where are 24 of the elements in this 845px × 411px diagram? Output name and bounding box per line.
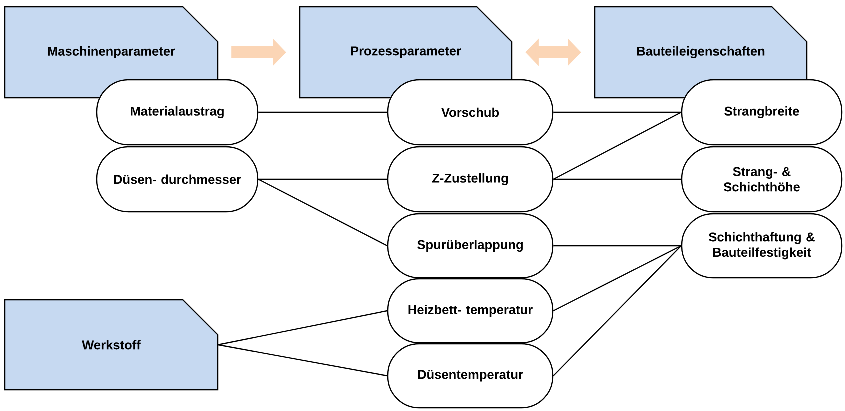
- connector-line: [553, 112, 682, 180]
- parameter-pill: Schichthaftung & Bauteilfestigkeit: [681, 213, 843, 279]
- connector-line: [554, 112, 682, 114]
- connector-line: [218, 310, 388, 346]
- parameter-pill: Vorschub: [387, 79, 554, 146]
- connector-line: [553, 246, 682, 376]
- category-box: Werkstoff: [4, 299, 219, 391]
- parameter-pill: Spurüberlappung: [387, 213, 554, 279]
- connector-line: [258, 178, 388, 247]
- parameter-pill: Z-Zustellung: [387, 146, 554, 213]
- parameter-pill: Düsen- durchmesser: [96, 146, 259, 213]
- parameter-pill: Materialaustrag: [96, 79, 259, 146]
- connector-line: [553, 245, 682, 312]
- parameter-pill: Düsentemperatur: [387, 343, 554, 409]
- node-label: Strangbreite: [724, 106, 800, 119]
- parameter-pill: Strangbreite: [681, 79, 843, 146]
- category-box: Maschinenparameter: [4, 6, 219, 99]
- connector-line: [218, 344, 388, 377]
- parameter-pill: Strang- & Schichthöhe: [681, 146, 843, 213]
- connector-line: [258, 112, 388, 114]
- connector-line: [554, 245, 682, 247]
- connector-line: [554, 178, 682, 180]
- parameter-pill: Heizbett- temperatur: [387, 278, 554, 344]
- connector-line: [258, 178, 388, 180]
